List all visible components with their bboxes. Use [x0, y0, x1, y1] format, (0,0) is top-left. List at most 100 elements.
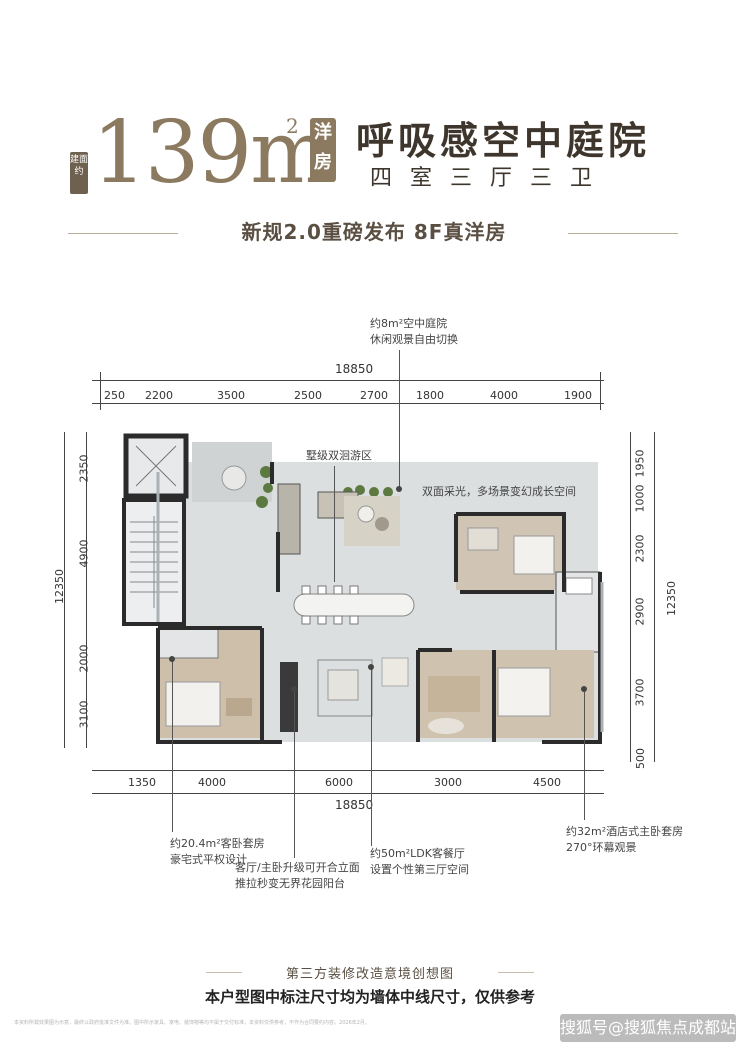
leader-line — [584, 690, 585, 820]
dining-chairs — [301, 585, 359, 625]
callout-guest-line2: 豪宅式平权设计 — [170, 853, 247, 866]
left-seg-dim: 2350 — [77, 454, 91, 483]
top-seg-dim: 2700 — [360, 389, 388, 402]
bed-top-right — [513, 535, 555, 575]
right-seg-dim: 2300 — [633, 534, 647, 563]
footer-caption: 第三方装修改造意境创想图 — [285, 967, 454, 982]
desk-top-right — [467, 527, 499, 551]
sofa — [317, 659, 373, 717]
courtyard-seat — [375, 517, 389, 531]
footer-note: 本户型图中标注尺寸均为墙体中线尺寸，仅供参考 — [204, 988, 535, 1006]
top-total-line — [92, 380, 604, 381]
floor-plan — [122, 433, 604, 744]
guest-desk — [226, 698, 252, 716]
leader-line — [371, 668, 372, 846]
tv-wall — [280, 662, 298, 732]
divider-left — [68, 233, 178, 234]
callout-courtyard-line1: 约8m²空中庭院 — [370, 317, 448, 330]
callout-guest-line1: 约20.4m²客卧套房 — [170, 837, 265, 850]
left-seg-dim: 3100 — [77, 700, 91, 729]
leader-dot — [169, 656, 175, 662]
callout-master-line2: 270°环幕观景 — [566, 841, 637, 854]
leader-dot — [581, 686, 587, 692]
top-seg-dim: 3500 — [217, 389, 245, 402]
lounge-chair — [428, 718, 464, 734]
top-seg-dim: 1900 — [564, 389, 592, 402]
leader-dot — [396, 486, 402, 492]
top-seg-dim: 4000 — [490, 389, 518, 402]
terrace-table — [221, 465, 247, 491]
area-prefix-tag: 建面约 — [70, 152, 88, 194]
callout-master-line1: 约32m²酒店式主卧套房 — [566, 825, 684, 838]
callout-master-suite: 约32m²酒店式主卧套房 270°环幕观景 — [566, 824, 683, 856]
callout-lighting: 双面采光，多场景变幻成长空间 — [422, 485, 576, 498]
callout-living: 客厅/主卧升级可开合立面 推拉秒变无界花园阳台 — [235, 860, 360, 892]
bottom-seg-dim: 1350 — [128, 776, 156, 789]
right-seg-dim: 1950 — [633, 449, 647, 478]
left-total-line — [64, 432, 65, 748]
callout-guest-suite: 约20.4m²客卧套房 豪宅式平权设计 — [170, 836, 265, 868]
right-seg-line — [630, 432, 631, 762]
type-badge: 洋房 — [310, 118, 336, 182]
guest-bath — [157, 627, 219, 659]
dining-table — [293, 593, 415, 617]
callout-courtyard: 约8m²空中庭院 休闲观景自由切换 — [370, 316, 458, 348]
top-seg-line — [92, 403, 604, 404]
callout-courtyard-line2: 休闲观景自由切换 — [370, 333, 458, 346]
windows — [156, 472, 604, 732]
right-total-line — [654, 432, 655, 762]
right-seg-dim: 500 — [634, 748, 647, 769]
dim-tick — [100, 372, 101, 410]
left-seg-dim: 2000 — [77, 644, 91, 673]
left-seg-dim: 4900 — [77, 539, 91, 568]
page-title: 呼吸感空中庭院 — [356, 118, 651, 163]
tagline: 新规2.0重磅发布 8F真洋房 — [241, 220, 507, 244]
layout-subtitle: 四室三厅三卫 — [370, 166, 611, 191]
elevator-cross — [135, 445, 177, 487]
leader-line — [172, 660, 173, 832]
disclaimer: 本资料所载效果图为示意，最终以政府批准文件为准。图中所示家具、家电、装饰物等均不… — [14, 1020, 370, 1026]
left-seg-line — [86, 432, 87, 748]
bottom-seg-dim: 3000 — [434, 776, 462, 789]
footer-divider-left — [206, 972, 242, 973]
dim-tick — [600, 372, 601, 410]
bottom-total-line — [92, 793, 604, 794]
callout-ldk-line2: 设置个性第三厅空间 — [370, 863, 469, 876]
stair-steps — [130, 516, 178, 608]
walls — [156, 462, 602, 744]
top-total-dim: 18850 — [335, 362, 374, 376]
watermark: 搜狐号@搜狐焦点成都站 — [560, 1014, 736, 1042]
top-seg-dim: 2200 — [145, 389, 173, 402]
bottom-seg-dim: 4500 — [533, 776, 561, 789]
callout-double-tour: 墅级双洄游区 — [306, 449, 372, 462]
leader-dot — [291, 686, 297, 692]
top-seg-dim: 1800 — [416, 389, 444, 402]
bottom-seg-dim: 6000 — [325, 776, 353, 789]
left-total-dim: 12350 — [53, 569, 66, 604]
callout-ldk-line1: 约50m²LDK客餐厅 — [370, 847, 465, 860]
leader-dot — [368, 664, 374, 670]
callout-living-line1: 客厅/主卧升级可开合立面 — [235, 861, 360, 874]
right-seg-dim: 3700 — [633, 678, 647, 707]
top-seg-dim: 250 — [104, 389, 125, 402]
master-bed — [497, 667, 551, 717]
guest-bed — [165, 681, 221, 727]
coffee-table — [327, 669, 359, 701]
top-seg-dim: 2500 — [294, 389, 322, 402]
bottom-seg-dim: 4000 — [198, 776, 226, 789]
divider-right — [568, 233, 678, 234]
courtyard-seat — [357, 505, 375, 523]
study-area — [428, 676, 480, 712]
kitchen-counter — [277, 483, 301, 555]
bottom-seg-line — [92, 770, 604, 771]
leader-line — [399, 350, 400, 490]
bottom-total-dim: 18850 — [335, 798, 374, 812]
plants — [256, 466, 393, 508]
right-seg-dim: 2900 — [633, 597, 647, 626]
right-seg-dim: 1000 — [633, 484, 647, 513]
armchair — [381, 657, 409, 687]
sky-courtyard — [344, 496, 400, 546]
bathtub — [565, 577, 593, 595]
footer-divider-right — [498, 972, 534, 973]
right-total-dim: 12350 — [665, 581, 678, 616]
